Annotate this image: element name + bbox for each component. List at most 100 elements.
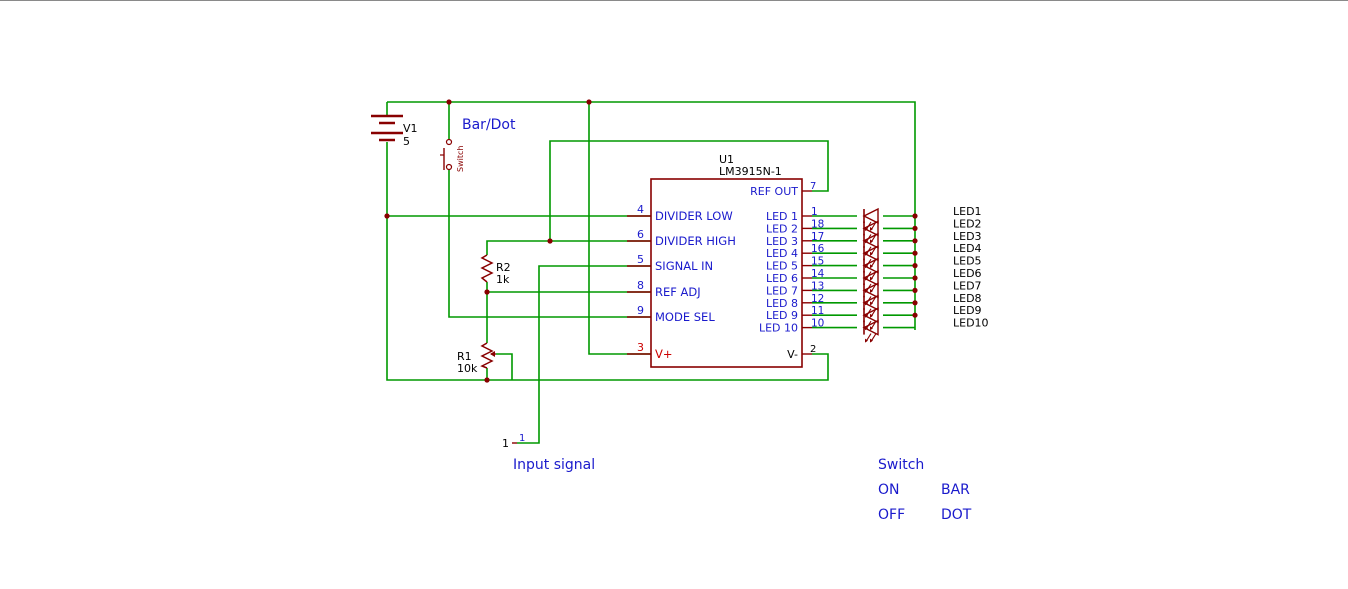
led-pin-number: 16 — [811, 243, 825, 255]
led-ref: LED1 — [953, 205, 982, 218]
led-pin-name: LED 2 — [766, 222, 798, 235]
pin-number: 4 — [637, 203, 644, 216]
wire-pot-wiper — [496, 353, 513, 380]
junction — [912, 263, 918, 269]
led-arrowhead — [865, 338, 868, 343]
pin-name: DIVIDER LOW — [655, 209, 733, 223]
junction — [484, 377, 490, 383]
led-ref: LED6 — [953, 267, 982, 280]
switch-ref: Switch — [456, 146, 465, 172]
junction — [912, 312, 918, 318]
pin-name: V+ — [655, 347, 673, 361]
led-pin-number: 18 — [811, 218, 824, 230]
led-ref: LED8 — [953, 292, 982, 305]
bar-dot-switch: Switch Bar/Dot — [440, 117, 516, 172]
pin-name: MODE SEL — [655, 310, 715, 324]
led-triangle — [862, 207, 879, 225]
led-pin-number: 12 — [811, 293, 824, 305]
wire-divider-high — [486, 240, 651, 255]
input-signal-label: Input signal — [513, 457, 595, 473]
top-border-line — [0, 0, 1348, 1]
wire-ref-adj — [486, 282, 651, 293]
battery-value: 5 — [403, 135, 410, 148]
led-pin-number: 17 — [811, 231, 824, 243]
switch-contact — [445, 163, 453, 171]
led-diode — [862, 319, 879, 343]
legend-title: Switch — [878, 457, 924, 473]
led-triangle — [862, 282, 879, 299]
junction — [384, 213, 390, 219]
led-pin-name: LED 4 — [766, 247, 798, 260]
r2-ref: R2 — [496, 261, 511, 274]
pin-name-ref-out: REF OUT — [750, 185, 798, 198]
led-arrowhead — [870, 239, 873, 244]
r1-ref: R1 — [457, 350, 472, 363]
wire-switch-mode — [448, 170, 651, 318]
led-arrowhead — [870, 326, 873, 331]
led-triangle — [862, 220, 879, 237]
led-triangle — [862, 307, 879, 324]
ic-body — [650, 178, 803, 368]
pin-number: 8 — [637, 279, 644, 292]
ic-ref: U1 — [719, 153, 734, 166]
led-ref: LED2 — [953, 217, 982, 230]
connector-ref: 1 — [502, 437, 509, 450]
led-ref: LED9 — [953, 304, 982, 317]
junction — [912, 238, 918, 244]
pin-name: REF ADJ — [655, 285, 701, 299]
pin-name-vminus: V- — [787, 348, 798, 361]
led-triangle — [862, 232, 879, 249]
led-ref: LED3 — [953, 230, 982, 243]
pin-number: 9 — [637, 304, 644, 317]
junction — [547, 238, 553, 244]
junction — [446, 99, 452, 105]
resistor-zigzag — [480, 254, 494, 283]
led-pin-name: LED 8 — [766, 297, 798, 310]
wire-signal-in — [517, 265, 651, 444]
led-triangle — [862, 319, 879, 336]
led-arrowhead — [870, 227, 873, 231]
pin-number: 5 — [637, 253, 644, 266]
ic-value: LM3915N-1 — [719, 165, 782, 178]
led-pin-name: LED 10 — [759, 322, 798, 335]
legend-state: ON — [878, 482, 900, 498]
pin-name: SIGNAL IN — [655, 259, 713, 273]
junction — [912, 250, 918, 256]
legend-mode: DOT — [941, 507, 972, 523]
led-triangle — [862, 269, 879, 287]
r2-value: 1k — [496, 273, 510, 286]
junction — [912, 287, 918, 293]
led-triangle — [862, 245, 879, 262]
junction — [912, 275, 918, 281]
pin-number: 3 — [637, 341, 644, 354]
input-connector: 1 1 Input signal — [502, 433, 595, 473]
led-ref: LED10 — [953, 317, 989, 330]
led-pin-number: 11 — [811, 305, 824, 317]
led-pin-name: LED 7 — [766, 284, 798, 297]
legend-state: OFF — [878, 507, 905, 523]
led-pin-name: LED 3 — [766, 235, 798, 248]
led-arrowhead — [870, 289, 873, 293]
led-triangle — [862, 294, 879, 311]
pot-wiper-arrow — [490, 351, 495, 357]
led-wires — [812, 215, 915, 329]
led-array: LED1LED2LED3LED4LED5LED6LED7LED8LED9LED1… — [862, 205, 989, 343]
junction — [912, 213, 918, 219]
wire-ref-out — [549, 140, 829, 241]
switch-contact — [445, 138, 453, 146]
led-pin-name: LED 1 — [766, 210, 798, 223]
led-arrowhead — [870, 338, 873, 343]
wire-battery-bottom — [386, 142, 829, 381]
led-arrowhead — [870, 313, 873, 318]
led-arrowhead — [870, 276, 873, 281]
pin-num-vminus: 2 — [810, 344, 816, 355]
pot-zigzag — [480, 342, 494, 369]
battery-v1: V1 5 — [371, 114, 418, 148]
led-pin-name: LED 5 — [766, 260, 798, 273]
junction — [586, 99, 592, 105]
led-arrowhead — [870, 301, 873, 306]
led-triangle — [862, 257, 879, 274]
led-pin-number: 1 — [811, 206, 818, 218]
